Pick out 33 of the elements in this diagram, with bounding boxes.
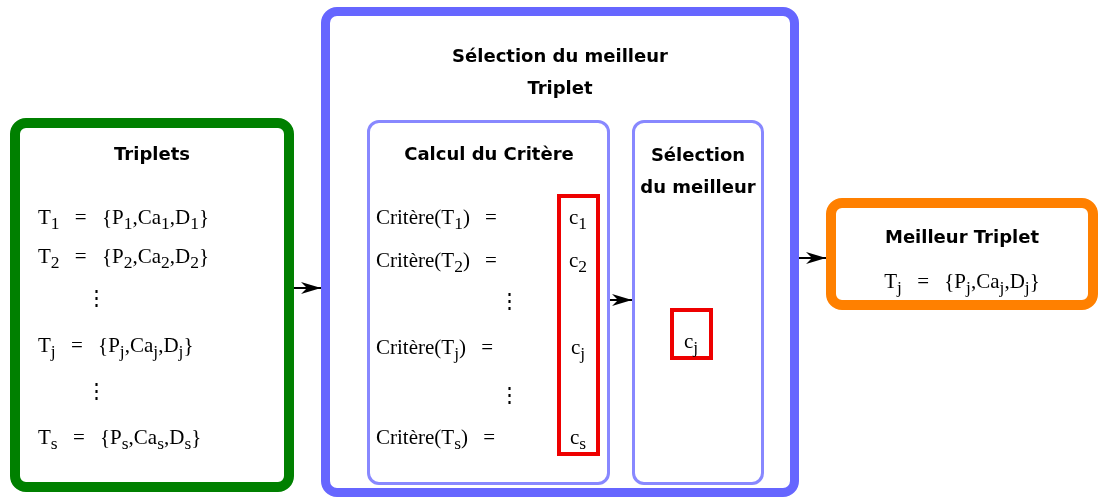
equation-text: T$_{2}$ = {P$_{2}$,Ca$_{2}$,D$_{2}$} (38, 243, 210, 275)
arrow (609, 294, 633, 306)
equation-text: T$_{s}$ = {P$_{s}$,Ca$_{s}$,D$_{s}$} (38, 424, 202, 456)
highlight-box (670, 308, 713, 360)
equation-text: Critère(T$_{s}$) = (376, 424, 496, 456)
arrow (798, 252, 827, 264)
process-box (632, 120, 764, 485)
box-title: Calcul du Critère (403, 142, 575, 166)
equation-text: T$_{1}$ = {P$_{1}$,Ca$_{1}$,D$_{1}$} (38, 204, 210, 236)
arrow (293, 282, 322, 294)
box-title: Sélection du meilleur (639, 143, 757, 199)
vertical-ellipsis: ⋮ (86, 285, 106, 311)
equation-text: Critère(T$_{1}$) = (376, 204, 497, 236)
vertical-ellipsis: ⋮ (86, 378, 106, 404)
process-box (367, 120, 610, 485)
box-title: Meilleur Triplet (884, 225, 1040, 249)
equation-text: c$_{j}$ (569, 334, 587, 366)
equation-text: T$_{j}$ = {P$_{j}$,Ca$_{j}$,D$_{j}$} (883, 268, 1041, 300)
equation-text: c$_{s}$ (568, 424, 588, 456)
process-box (826, 198, 1098, 310)
group-box (321, 7, 799, 497)
equation-text: T$_{j}$ = {P$_{j}$,Ca$_{j}$,D$_{j}$} (38, 332, 194, 364)
vertical-ellipsis: ⋮ (499, 288, 519, 314)
equation-text: c$_{1}$ (567, 204, 589, 236)
process-box (10, 118, 294, 492)
vertical-ellipsis: ⋮ (499, 382, 519, 408)
equation-text: c$_{j}$ (682, 328, 700, 360)
equation-text: Critère(T$_{j}$) = (376, 334, 494, 366)
box-title: Triplets (113, 142, 191, 166)
highlight-box (557, 194, 600, 456)
equation-text: c$_{2}$ (567, 247, 589, 279)
equation-text: Critère(T$_{2}$) = (376, 247, 497, 279)
box-title: Sélection du meilleur Triplet (451, 44, 669, 100)
